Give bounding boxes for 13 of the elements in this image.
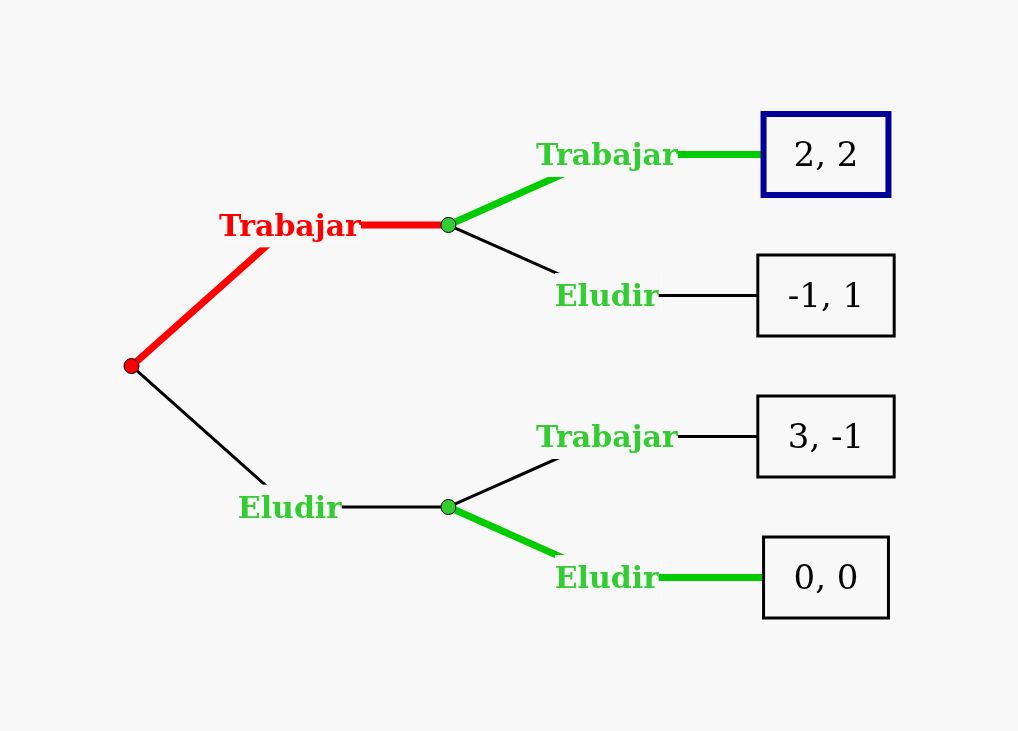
edge-label: Trabajar (535, 136, 678, 172)
node-circle (440, 216, 457, 233)
node-box: 3, -1 (756, 394, 896, 478)
edge-label: Eludir (554, 559, 659, 595)
edge-label: Trabajar (218, 207, 361, 242)
edge-label: Eludir (554, 277, 659, 313)
node-box: 2, 2 (760, 110, 892, 198)
node-circle (123, 357, 140, 374)
edge-label: Eludir (237, 489, 342, 524)
node-circle (440, 498, 457, 515)
node-box: 0, 0 (761, 535, 890, 619)
edge-label: Trabajar (535, 418, 678, 454)
node-box: -1, 1 (756, 253, 896, 337)
